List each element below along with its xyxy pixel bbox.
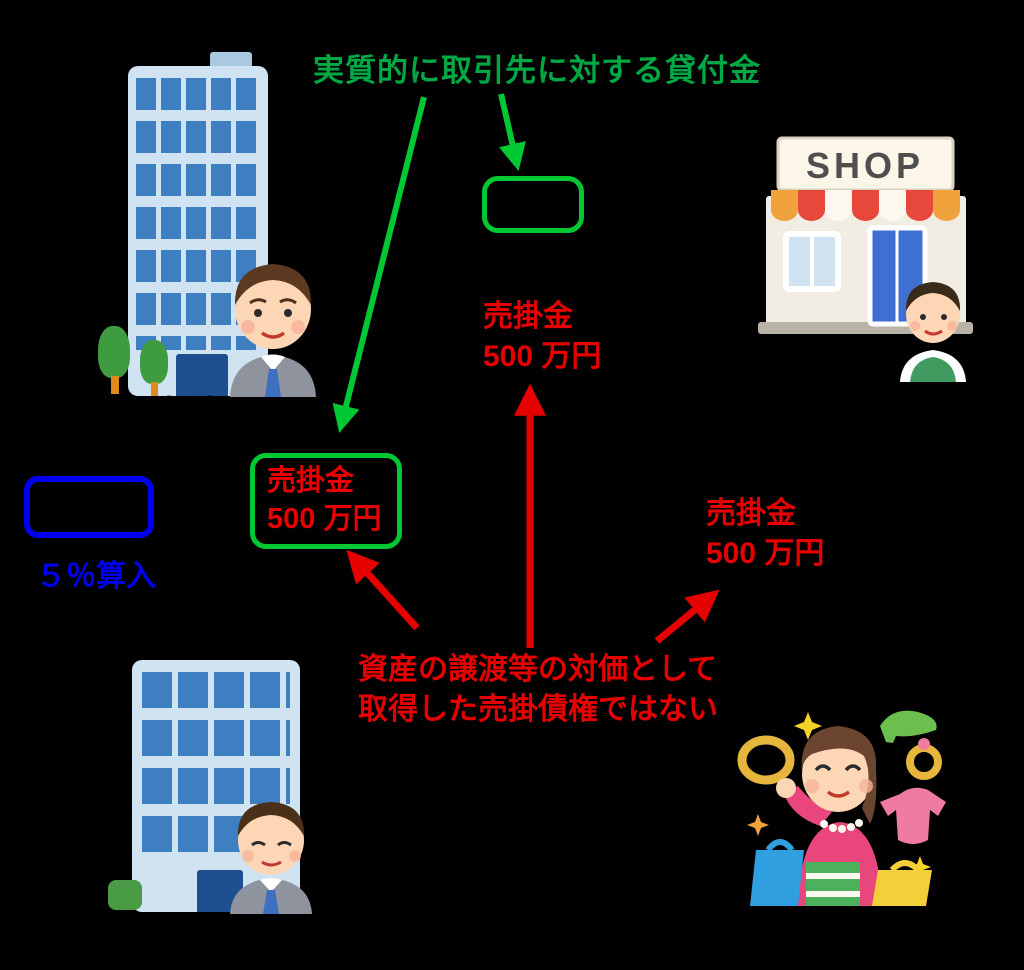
shirt-collar	[261, 354, 285, 371]
hair	[801, 726, 877, 824]
blush	[805, 779, 819, 793]
blush	[291, 320, 305, 334]
blush	[241, 320, 255, 334]
hair	[905, 282, 961, 311]
hand	[776, 778, 796, 798]
money-box-label: お金	[504, 190, 561, 222]
receivable-right-line2: 500 万円	[706, 537, 825, 570]
tree-icon	[98, 326, 130, 378]
tree-trunk	[111, 376, 119, 394]
title-loan-annotation: 実質的に取引先に対する貸付金	[313, 53, 761, 88]
apron	[910, 357, 956, 382]
face	[238, 805, 304, 875]
purchase-amount: 480 万円	[31, 494, 147, 526]
our-company-illustration	[58, 52, 330, 397]
credit-company-illustration	[92, 652, 332, 914]
bottom-note-line1: 資産の譲渡等の対価として	[358, 653, 718, 686]
closed-eye	[277, 841, 292, 847]
smile	[260, 331, 286, 339]
bottom-note: 資産の譲渡等の対価として 取得した売掛債権ではない	[358, 650, 718, 730]
green-arrow-to-receivable-box	[332, 96, 427, 433]
smile	[924, 329, 943, 336]
receivable-right-line1: 売掛金	[706, 497, 796, 530]
tree-trunk	[151, 382, 158, 396]
red-arrow-to-boxed-receivable	[346, 549, 420, 631]
receivable-boxed-line2: 500 万円	[267, 503, 382, 535]
red-arrow-to-right-receivable	[654, 589, 720, 644]
green-arrow-to-money-box	[498, 93, 526, 172]
shop-sign-text: SHOP	[806, 145, 924, 186]
shop-illustration: SHOP	[758, 136, 973, 382]
label-customer: お客さん	[783, 910, 912, 946]
yellow-bag	[872, 870, 932, 906]
tie	[263, 890, 279, 914]
receivable-boxed-line1: 売掛金	[267, 465, 355, 497]
raised-arm	[784, 786, 832, 826]
gold-ring	[906, 744, 942, 780]
five-percent-note: ５％算入	[36, 560, 156, 593]
label-goods: 商品	[928, 548, 993, 584]
pink-clothes	[880, 787, 946, 844]
green-bag	[806, 862, 860, 906]
eye	[284, 309, 292, 317]
hair	[234, 264, 312, 305]
smile	[826, 790, 851, 798]
eye	[254, 309, 262, 317]
bottom-note-line2: 取得した売掛債権ではない	[358, 693, 718, 726]
hair	[237, 802, 305, 836]
receivable-center-line1: 売掛金	[483, 300, 573, 333]
building-door	[176, 354, 228, 396]
blush	[242, 850, 254, 862]
sparkle	[909, 856, 931, 878]
closed-eye	[844, 764, 862, 772]
eye	[920, 314, 926, 320]
bowing-businessman-illustration	[230, 802, 312, 914]
receivable-boxed: 売掛金 500 万円	[250, 453, 402, 549]
ring-gem	[918, 738, 930, 750]
purchase-amount-box: 480 万円	[24, 476, 154, 538]
closed-eye	[251, 841, 266, 847]
building-roof-box	[210, 52, 252, 68]
blush	[910, 321, 920, 331]
label-our-company: 当社	[152, 395, 220, 433]
eyebrow	[279, 298, 297, 305]
blush	[289, 850, 301, 862]
receivable-center-line2: 500 万円	[483, 340, 602, 373]
shopkeeper-illustration	[900, 282, 966, 382]
closed-eye	[814, 764, 832, 772]
yellow-bag-handle	[889, 860, 921, 873]
sparkle	[794, 712, 822, 740]
label-client: 取引先	[833, 390, 930, 426]
face	[802, 736, 874, 812]
sparkle	[747, 814, 769, 836]
eyebrow	[249, 298, 267, 305]
blue-bag	[750, 850, 804, 906]
blue-bag-handle	[765, 839, 795, 852]
money-box: お金	[482, 176, 584, 233]
tree-icon	[140, 340, 168, 384]
tie	[265, 369, 281, 397]
blush	[859, 779, 873, 793]
businessman-illustration	[230, 264, 316, 397]
shirt-collar	[260, 878, 282, 892]
blush	[947, 321, 957, 331]
shopper-illustration	[737, 710, 946, 906]
face	[906, 285, 960, 343]
pearl-necklace	[820, 819, 863, 833]
bush	[108, 880, 142, 910]
receivable-center: 売掛金 500 万円	[483, 297, 601, 377]
receivable-right: 売掛金 500 万円	[706, 494, 824, 574]
eye	[941, 314, 947, 320]
gold-hoop	[737, 735, 795, 785]
smile	[261, 860, 282, 867]
green-shoe	[880, 710, 937, 743]
shop-awning	[771, 190, 960, 221]
label-credit-company: 信販会社	[138, 923, 267, 959]
